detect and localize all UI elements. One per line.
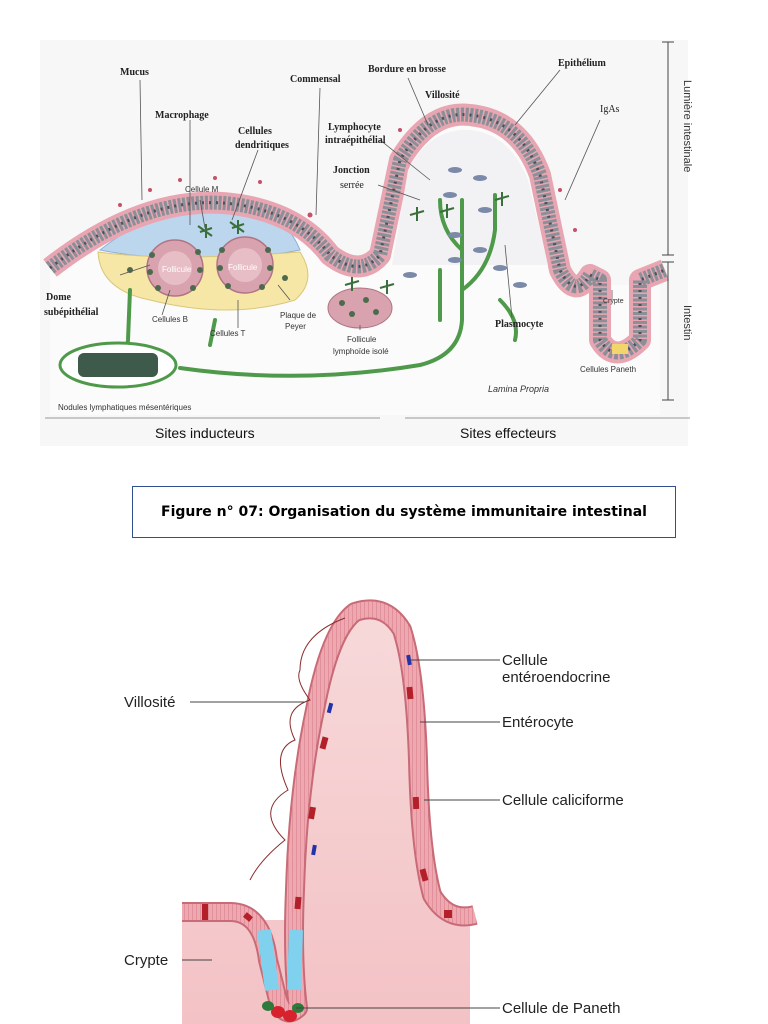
- side-brackets: [662, 41, 674, 401]
- label-lumiere: Lumière intestinale: [681, 80, 693, 172]
- label-dome-1: Dome: [46, 292, 72, 303]
- label-epithelium: Epithélium: [558, 58, 606, 69]
- label-macrophage: Macrophage: [155, 110, 209, 121]
- label-commensal: Commensal: [290, 74, 341, 85]
- follicle-right: [216, 236, 274, 294]
- label-jonction-1: Jonction: [333, 165, 370, 176]
- paneth-cells: [262, 1001, 304, 1022]
- label-plasmocyte: Plasmocyte: [495, 319, 544, 330]
- crypt-stem-cells-left: [257, 929, 279, 991]
- plasmocytes: [403, 167, 527, 288]
- label-crypte: Crypte: [603, 298, 624, 305]
- label-follicle-1: Follicule: [162, 265, 192, 274]
- label-iga: IgAs: [600, 104, 620, 115]
- leader-lines: [182, 659, 500, 1009]
- label-mucus: Mucus: [120, 67, 149, 78]
- label-jonction-2: serrée: [340, 180, 364, 191]
- label-enteroendocrine-2: entéroendocrine: [502, 669, 610, 686]
- figure-caption: Figure n° 07: Organisation du système im…: [132, 486, 676, 538]
- label-intestin: Intestin: [681, 305, 693, 340]
- label-caliciforme: Cellule caliciforme: [502, 792, 624, 809]
- label-plaque-1: Plaque de: [280, 311, 317, 320]
- label-sites-effecteurs: Sites effecteurs: [460, 425, 556, 441]
- label-dome-2: subépithélial: [44, 307, 99, 318]
- villus-interior: [392, 129, 548, 265]
- label-bordure: Bordure en brosse: [368, 64, 447, 75]
- enteroendocrine-cells: [311, 654, 412, 856]
- label-villosite: Villosité: [124, 694, 175, 711]
- label-dendritic-2: dendritiques: [235, 140, 289, 151]
- mesenteric-node: [78, 353, 158, 377]
- label-enterocyte: Entérocyte: [502, 714, 574, 731]
- label-enteroendocrine-1: Cellule: [502, 652, 548, 669]
- label-lymphocyte-2: intraépithélial: [325, 135, 386, 146]
- label-nodules: Nodules lymphatiques mésentériques: [58, 403, 191, 412]
- dendritic-cells: [197, 192, 510, 294]
- label-cellule-m: Cellule M: [185, 185, 219, 194]
- label-sites-inducteurs: Sites inducteurs: [155, 425, 255, 441]
- leader-lines: [119, 69, 613, 330]
- label-paneth: Cellules Paneth: [580, 365, 636, 374]
- paneth-cells: [612, 344, 628, 354]
- label-isolated-1: Follicule: [347, 335, 377, 344]
- label-crypte: Crypte: [124, 952, 168, 969]
- commensal-bacteria: [118, 128, 577, 232]
- goblet-cells: [202, 686, 452, 922]
- isolated-follicle: [327, 287, 393, 329]
- label-paneth: Cellule de Paneth: [502, 1000, 620, 1017]
- immune-system-diagram: Mucus Commensal Bordure en brosse Epithé…: [40, 40, 693, 446]
- epithelium-cells: [45, 107, 668, 360]
- crypt-stem-cells-right: [287, 929, 303, 991]
- label-lymphocyte-1: Lymphocyte: [328, 122, 381, 133]
- label-cellules-t: Cellules T: [210, 329, 246, 338]
- follicle-cells: [127, 247, 288, 291]
- label-isolated-2: lymphoïde isolé: [333, 347, 389, 356]
- label-villosite: Villosité: [425, 90, 460, 101]
- label-cellules-b: Cellules B: [152, 315, 188, 324]
- capillary-lines: [249, 617, 346, 881]
- label-plaque-2: Peyer: [285, 322, 306, 331]
- label-lamina: Lamina Propria: [488, 384, 549, 394]
- label-dendritic-1: Cellules: [238, 126, 272, 137]
- label-follicle-2: Follicule: [228, 263, 258, 272]
- follicle-left: [146, 239, 204, 297]
- villus-diagram: Cellule entéroendocrine Villosité Entéro…: [124, 599, 624, 1024]
